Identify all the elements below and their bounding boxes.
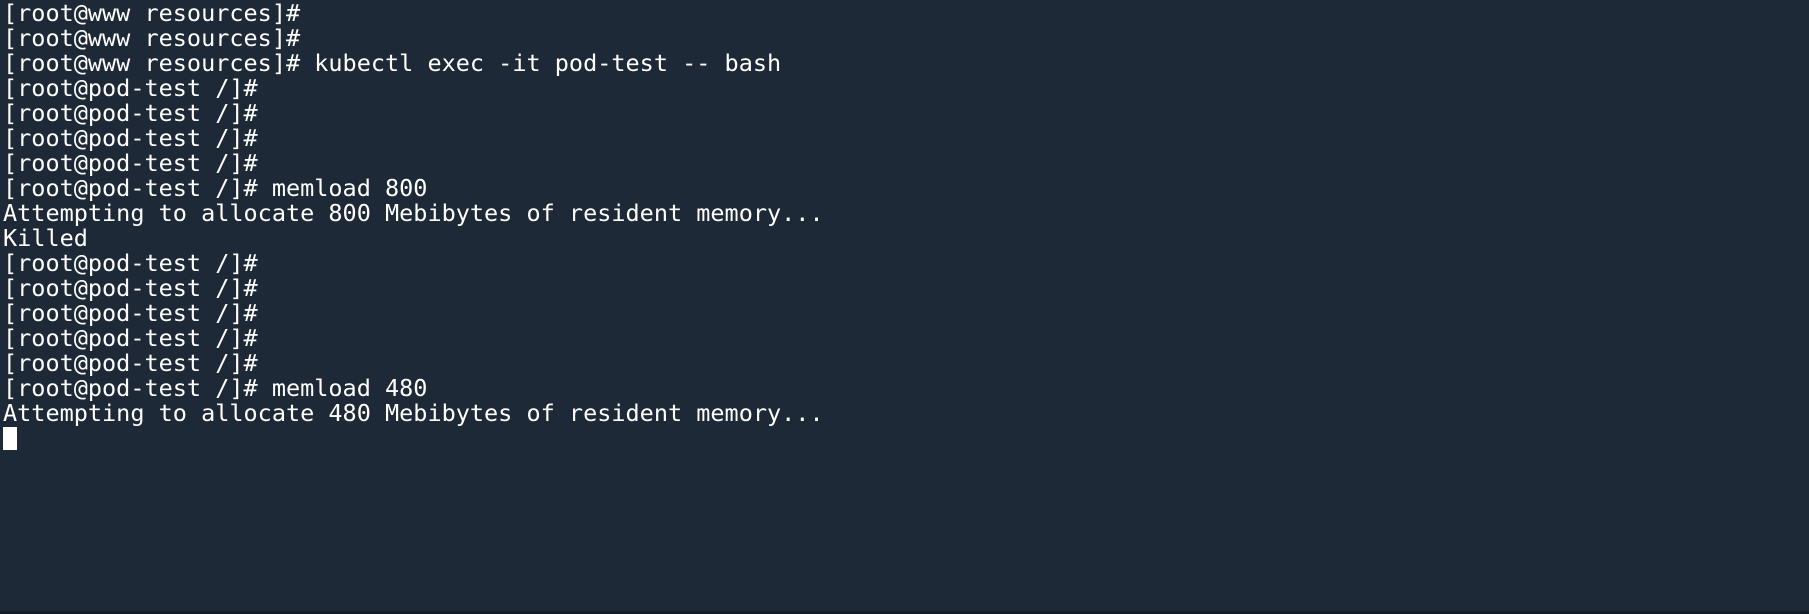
terminal-line: [root@pod-test /]#	[3, 149, 258, 177]
terminal-line: [root@pod-test /]#	[3, 74, 258, 102]
terminal-line: [root@pod-test /]#	[3, 349, 258, 377]
terminal-line: Attempting to allocate 800 Mebibytes of …	[3, 199, 824, 227]
terminal-line: [root@pod-test /]#	[3, 124, 258, 152]
terminal-line: [root@pod-test /]# memload 480	[3, 374, 428, 402]
terminal-cursor-line	[3, 426, 1809, 451]
terminal-line: [root@www resources]#	[3, 24, 301, 52]
terminal-line: [root@pod-test /]#	[3, 249, 258, 277]
terminal-line: [root@pod-test /]#	[3, 99, 258, 127]
terminal-line: [root@www resources]# kubectl exec -it p…	[3, 49, 782, 77]
terminal-line: [root@www resources]#	[3, 0, 301, 27]
terminal-cursor	[3, 427, 17, 450]
terminal-line: [root@pod-test /]#	[3, 324, 258, 352]
terminal-line: Attempting to allocate 480 Mebibytes of …	[3, 399, 824, 427]
terminal-line: [root@pod-test /]#	[3, 299, 258, 327]
window-bottom-edge	[0, 611, 1809, 614]
terminal-output: [root@www resources]#[root@www resources…	[3, 1, 1809, 426]
terminal-line: [root@pod-test /]#	[3, 274, 258, 302]
terminal-line: Killed	[3, 224, 88, 252]
terminal-line: [root@pod-test /]# memload 800	[3, 174, 428, 202]
